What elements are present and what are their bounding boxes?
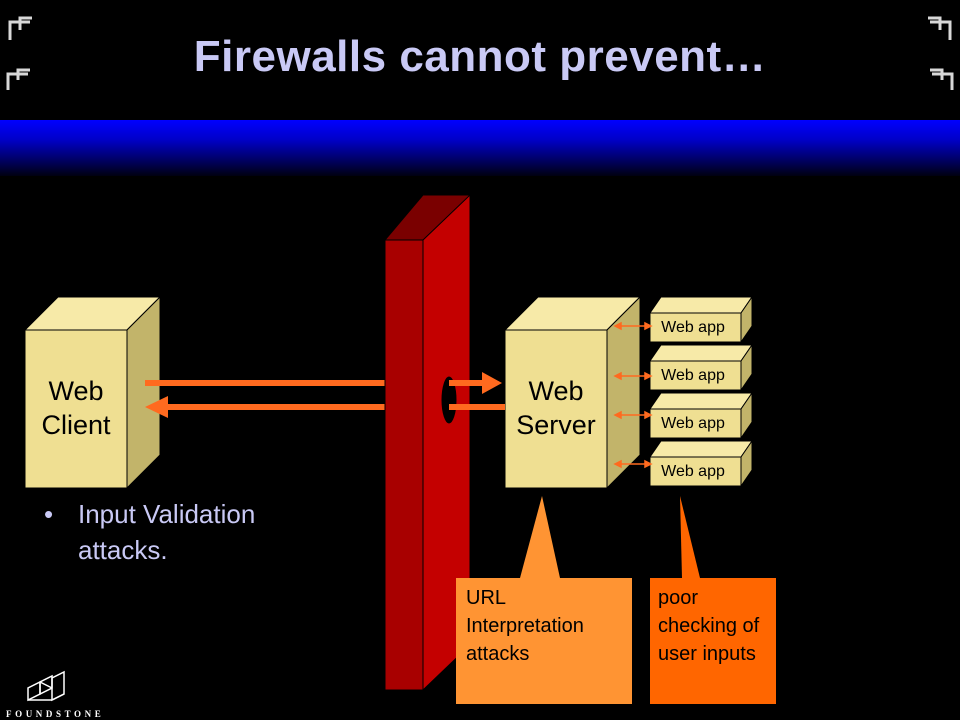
slide-title: Firewalls cannot prevent… xyxy=(193,32,767,81)
web-app-label: Web app xyxy=(661,415,725,432)
server-app-connectors xyxy=(613,321,653,469)
callout-url-text: URL Interpretation attacks xyxy=(466,587,584,665)
web-app-box-4 xyxy=(649,439,753,488)
web-app-label: Web app xyxy=(661,319,725,336)
foundstone-logo-icon xyxy=(27,670,65,702)
corner-brackets xyxy=(6,16,954,90)
web-app-label: Web app xyxy=(661,463,725,480)
web-client-box xyxy=(23,295,162,490)
bullet-text: Input Validation attacks. xyxy=(78,499,256,565)
bullet-marker: • xyxy=(44,499,54,529)
web-server-label: Web Server xyxy=(516,376,596,440)
web-app-box-3 xyxy=(649,391,753,440)
callout-input-text: poor checking of user inputs xyxy=(658,587,760,665)
firewall-wall xyxy=(383,193,472,692)
traffic-arrows xyxy=(145,380,405,418)
web-app-box-1 xyxy=(649,295,753,344)
callout-url-shape xyxy=(456,496,632,704)
traffic-arrows-server-side xyxy=(449,372,505,410)
web-client-label: Web Client xyxy=(41,376,111,440)
foundstone-logo-text: FOUNDSTONE xyxy=(6,709,105,719)
title-band xyxy=(0,120,960,176)
web-server-box xyxy=(503,295,642,490)
web-app-label: Web app xyxy=(661,367,725,384)
web-app-box-2 xyxy=(649,343,753,392)
callout-input-shape xyxy=(650,496,776,704)
firewall-hole xyxy=(440,375,458,425)
